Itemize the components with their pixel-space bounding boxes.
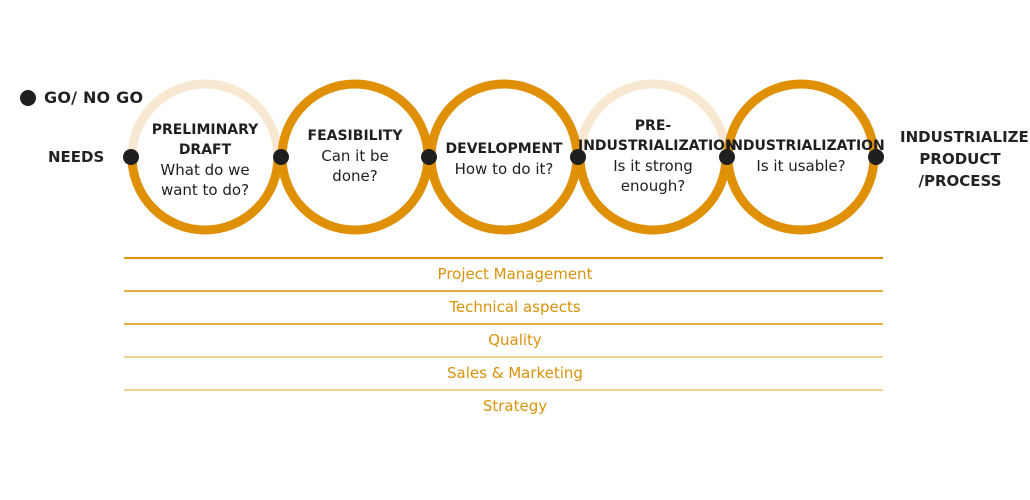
phase-label: PRE- INDUSTRIALIZATION Is it strong enough? [578,116,737,196]
end-label: INDUSTRIALIZED PRODUCT /PROCESS [900,126,1030,192]
phase-question: Is it strong [613,157,693,175]
lane-label: Sales & Marketing [447,364,583,382]
go-no-go-dot-icon [273,149,289,165]
legend-label: GO/ NO GO [44,88,144,107]
end-label-line: PRODUCT [919,150,1001,168]
phase-title: INDUSTRIALIZATION [578,138,737,154]
lane-label: Technical aspects [449,298,581,316]
go-no-go-dot-icon [570,149,586,165]
phase-question: How to do it? [454,160,554,178]
end-label-line: INDUSTRIALIZED [900,128,1030,146]
start-label: NEEDS [48,148,105,166]
phase-ring-arc [575,156,731,235]
go-no-go-dot-icon [868,149,884,165]
lane-label: Strategy [482,397,548,415]
phase-label: INDUSTRIALIZATION Is it usable? [726,136,885,176]
end-label-line: /PROCESS [918,172,1002,190]
phase-title: INDUSTRIALIZATION [726,138,885,154]
phase-label: PRELIMINARY DRAFT What do we want to do? [130,120,280,200]
phase-question: done? [332,167,378,185]
phase-title: PRELIMINARY [151,122,259,138]
phase-question: enough? [620,177,686,195]
go-no-go-dot-icon [123,149,139,165]
lane-label: Quality [488,331,542,349]
lane-label: Project Management [437,265,593,283]
phase-label: DEVELOPMENT How to do it? [429,139,579,179]
go-no-go-dot-icon [719,149,735,165]
legend: GO/ NO GO [20,88,143,107]
phase-title: PRE- [634,118,672,134]
phase-title: DRAFT [178,142,232,158]
go-no-go-dot-icon [20,89,36,106]
phase-label: FEASIBILITY Can it be done? [280,126,430,186]
phase-question: Is it usable? [756,157,846,175]
phase-title: DEVELOPMENT [445,141,563,157]
phase-question: want to do? [160,181,250,199]
phase-question: What do we [160,161,250,179]
phase-ring-arc [127,156,283,235]
phase-question: Can it be [321,147,389,165]
phase-title: FEASIBILITY [307,128,403,144]
go-no-go-dot-icon [421,149,437,165]
